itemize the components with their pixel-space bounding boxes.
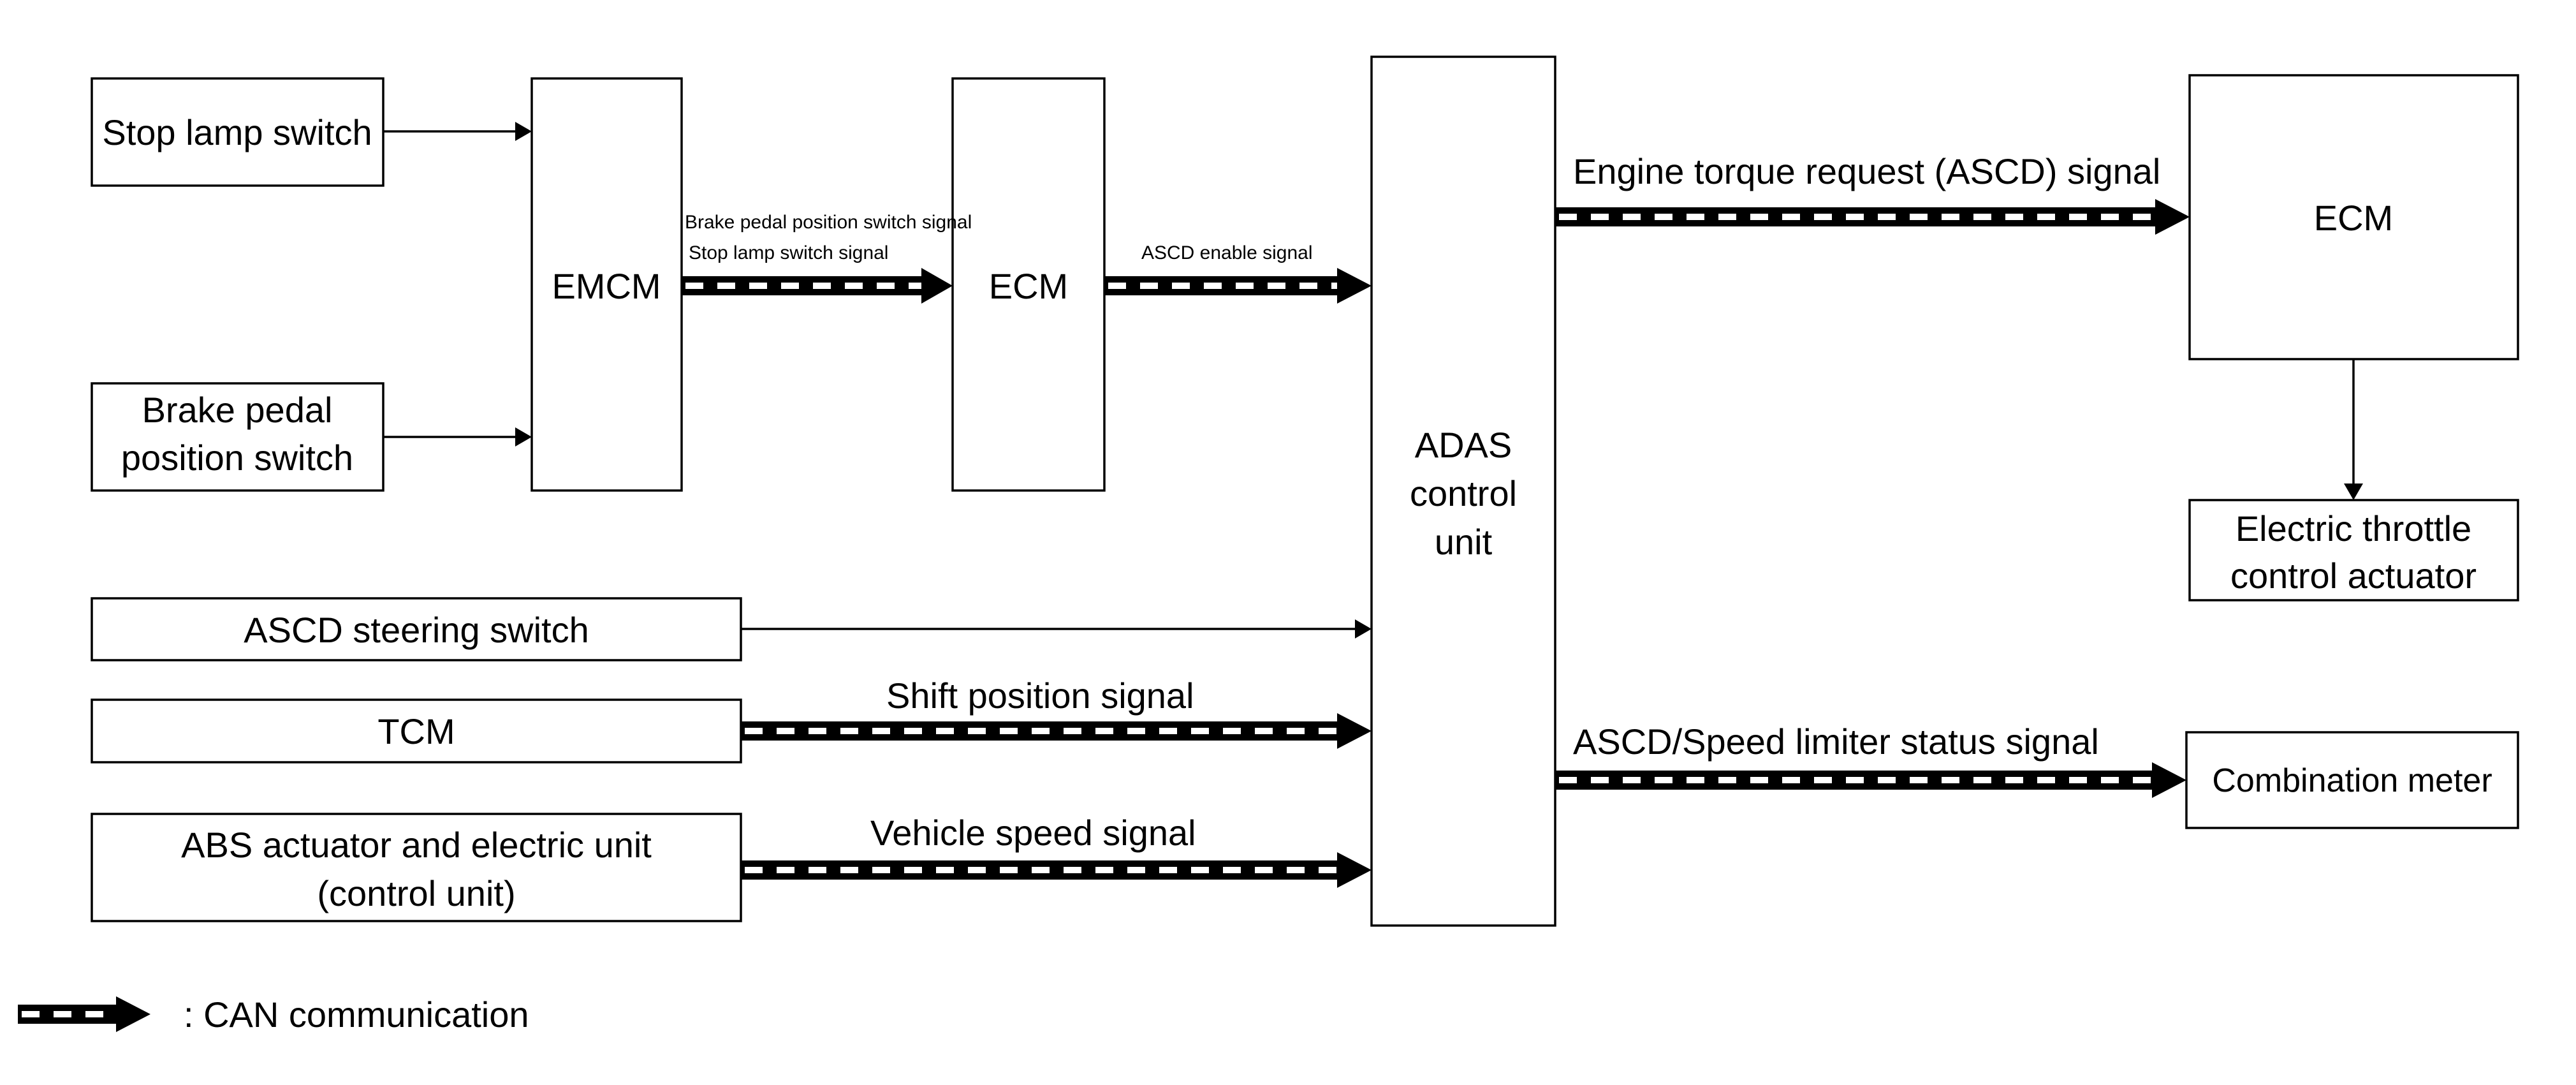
can-ecm-to-adas: [1104, 268, 1372, 304]
signal-label-ascd-enable: ASCD enable signal: [1141, 242, 1313, 263]
block-label: ASCD steering switch: [244, 610, 589, 650]
wire-ecm-to-throttle: [2344, 359, 2363, 500]
block-label: unit: [1435, 522, 1493, 562]
signal-label-engine-torque-request: Engine torque request (ASCD) signal: [1573, 151, 2160, 191]
block-label: control actuator: [2230, 556, 2477, 596]
block-label: Electric throttle: [2236, 508, 2471, 549]
block-ascd-steering-switch: ASCD steering switch: [91, 597, 742, 661]
block-brake-pedal-position-switch: Brake pedal position switch: [91, 382, 384, 492]
block-ecm-right: ECM: [2188, 74, 2519, 360]
block-label: ECM: [989, 266, 1068, 306]
can-tcm-to-adas: [741, 713, 1372, 749]
wire-ascd-steering-to-adas: [741, 619, 1372, 638]
signal-label-brake-pedal-position-switch: Brake pedal position switch signal: [685, 212, 972, 233]
block-label: ADAS: [1415, 425, 1512, 465]
block-emcm: EMCM: [531, 77, 683, 492]
block-label: Brake pedal: [142, 390, 333, 430]
can-adas-to-combination-meter: [1555, 762, 2186, 798]
block-abs-actuator: ABS actuator and electric unit (control …: [91, 813, 742, 922]
block-electric-throttle: Electric throttle control actuator: [2188, 499, 2519, 602]
can-emcm-to-ecm: [682, 268, 953, 304]
block-label: control: [1410, 473, 1517, 513]
block-label: position switch: [121, 438, 353, 478]
wire-brake-pedal-to-emcm: [383, 427, 532, 447]
block-ecm-left: ECM: [951, 77, 1106, 492]
block-label: EMCM: [552, 266, 661, 306]
block-label: ABS actuator and electric unit: [181, 825, 652, 865]
legend-label: : CAN communication: [184, 994, 529, 1035]
block-tcm: TCM: [91, 698, 742, 764]
signal-label-ascd-speed-limiter-status: ASCD/Speed limiter status signal: [1573, 721, 2099, 762]
block-label: Stop lamp switch: [102, 112, 372, 152]
can-abs-to-adas: [741, 852, 1372, 888]
block-label: (control unit): [317, 873, 515, 913]
legend: : CAN communication: [18, 994, 529, 1035]
signal-label-stop-lamp-switch: Stop lamp switch signal: [689, 242, 888, 263]
signal-label-vehicle-speed: Vehicle speed signal: [870, 813, 1196, 853]
legend-can-arrow: [18, 996, 150, 1032]
block-combination-meter: Combination meter: [2185, 731, 2519, 829]
block-stop-lamp-switch: Stop lamp switch: [91, 77, 384, 187]
block-label: Combination meter: [2212, 762, 2492, 799]
block-label: ECM: [2314, 198, 2393, 238]
signal-label-shift-position: Shift position signal: [886, 675, 1194, 716]
wire-stop-lamp-to-emcm: [383, 122, 532, 141]
block-adas-control-unit: ADAS control unit: [1370, 55, 1556, 927]
block-label: TCM: [377, 711, 455, 751]
can-adas-to-ecm-right: [1555, 199, 2190, 235]
